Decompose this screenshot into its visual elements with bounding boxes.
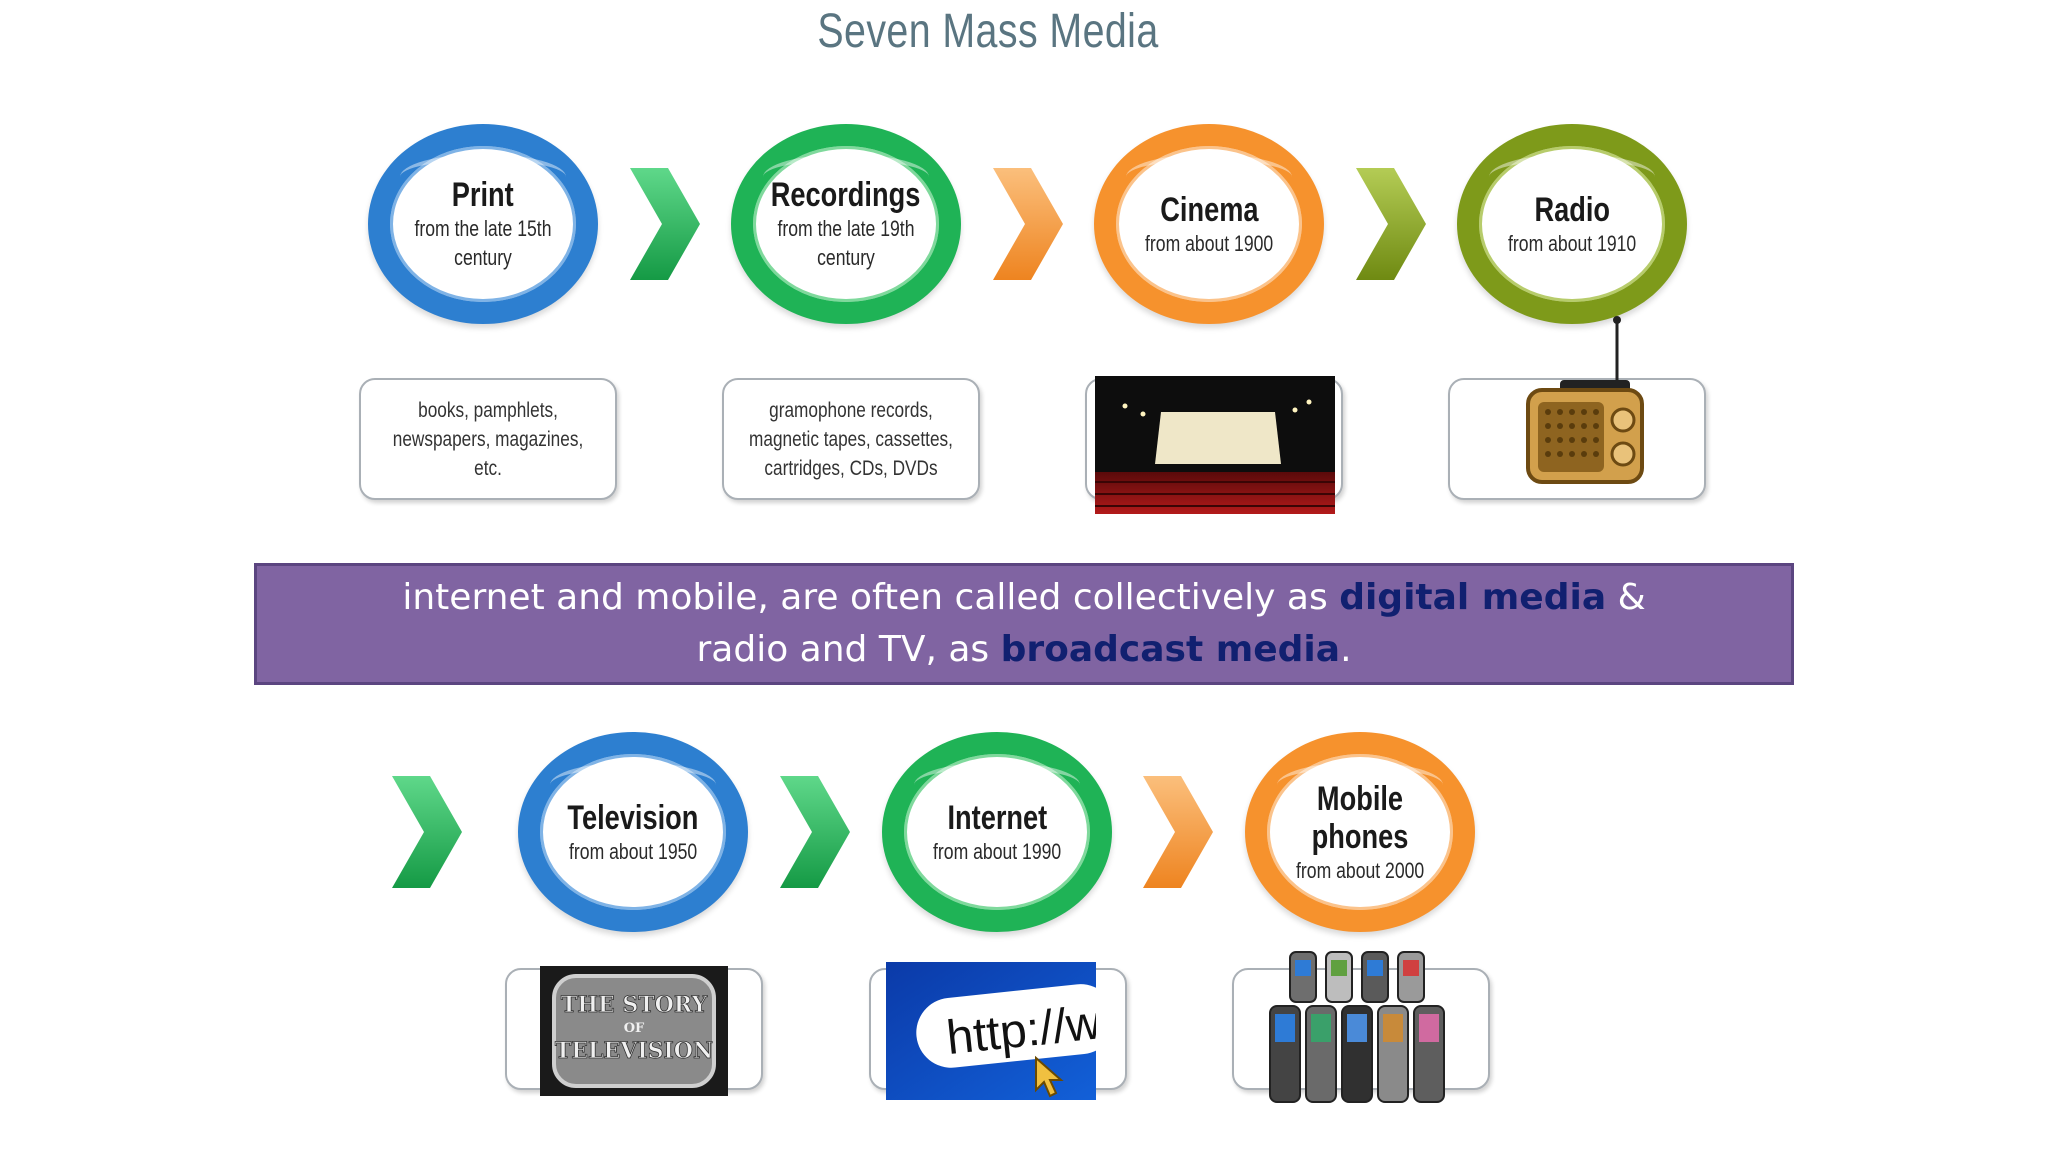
node-print-date: from the late 15th century [414, 216, 552, 270]
broadcast-media-highlight: broadcast media [1000, 629, 1341, 670]
digital-media-highlight: digital media [1339, 577, 1607, 618]
banner-line-2: radio and TV, as broadcast media. [696, 624, 1351, 676]
chevron-arrow-icon [1143, 776, 1213, 888]
node-mobile-phones-name: Mobile phones [1311, 779, 1409, 856]
node-television-name: Television [567, 798, 699, 837]
banner-line-1: internet and mobile, are often called co… [402, 572, 1645, 624]
chevron-arrow-icon [993, 168, 1063, 280]
television-image-line-1: THE STORY [561, 992, 708, 1018]
node-recordings: Recordings from the late 19th century [731, 124, 961, 324]
banner-line-2-end: . [1340, 629, 1352, 670]
node-mobile-phones: Mobile phones from about 2000 [1245, 732, 1475, 932]
node-mobile-phones-date: from about 2000 [1295, 857, 1425, 883]
recordings-examples-box: gramophone records, magnetic tapes, cass… [722, 378, 980, 500]
node-radio: Radio from about 1910 [1457, 124, 1687, 324]
node-television: Television from about 1950 [518, 732, 748, 932]
chevron-arrow-icon [630, 168, 700, 280]
print-examples-box: books, pamphlets, newspapers, magazines,… [359, 378, 617, 500]
node-internet-date: from about 1990 [932, 838, 1062, 864]
internet-image: http://www. [886, 962, 1096, 1100]
node-cinema-date: from about 1900 [1144, 230, 1274, 256]
chevron-arrow-icon [1356, 168, 1426, 280]
print-examples-text: books, pamphlets, newspapers, magazines,… [392, 398, 584, 480]
mobile-phones-image [1269, 951, 1445, 1103]
node-radio-date: from about 1910 [1507, 230, 1637, 256]
node-recordings-date: from the late 19th century [777, 216, 915, 270]
node-internet-name: Internet [947, 798, 1047, 837]
television-image-line-2: OF [624, 1021, 645, 1036]
node-cinema-name: Cinema [1159, 190, 1259, 229]
node-recordings-name: Recordings [771, 176, 921, 214]
cinema-screen-image [1095, 376, 1335, 514]
node-internet: Internet from about 1990 [882, 732, 1112, 932]
digital-broadcast-banner: internet and mobile, are often called co… [254, 563, 1794, 685]
node-television-date: from about 1950 [568, 838, 698, 864]
banner-line-1-text: internet and mobile, are often called co… [402, 577, 1340, 618]
television-image: THE STORY OF TELEVISION [540, 966, 728, 1096]
node-radio-name: Radio [1534, 190, 1610, 229]
recordings-examples-text: gramophone records, magnetic tapes, cass… [749, 398, 953, 480]
banner-line-2-text: radio and TV, as [696, 629, 1001, 670]
node-print-name: Print [452, 176, 514, 214]
diagram-title: Seven Mass Media [817, 5, 1159, 58]
chevron-arrow-icon [392, 776, 462, 888]
chevron-arrow-icon [780, 776, 850, 888]
node-cinema: Cinema from about 1900 [1094, 124, 1324, 324]
banner-line-1-end: & [1606, 577, 1646, 618]
television-image-line-3: TELEVISION [555, 1038, 713, 1064]
node-print: Print from the late 15th century [368, 124, 598, 324]
radio-image [1526, 316, 1644, 484]
